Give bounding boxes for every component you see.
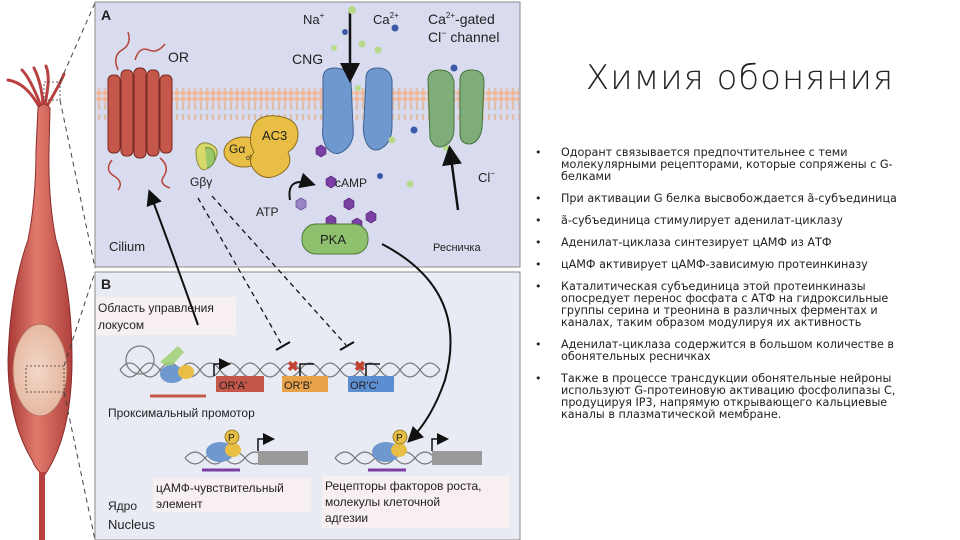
bullet-dot-icon: • [535, 146, 542, 159]
neuron-cilia [6, 64, 66, 110]
pka-to-nucleus-arrow [381, 243, 452, 443]
bullet-dot-icon: • [535, 258, 542, 271]
bullet-dot-icon: • [535, 372, 542, 385]
lcr-label: Область управления [98, 301, 214, 315]
gene-or-a [216, 376, 264, 392]
bullet-item: •Аденилат-циклаза синтезирует цАМФ из АТ… [535, 236, 832, 249]
cl-channel-label: Cl− channel [428, 28, 499, 45]
atp-molecule [295, 197, 307, 211]
zoom-lines [59, 2, 96, 540]
chloride-channel [427, 69, 485, 148]
gene-or-b [282, 376, 328, 392]
pka-enzyme [301, 223, 369, 255]
atp-label: ATP [256, 205, 278, 219]
gated-channel-label: Ca2+-gated [428, 11, 495, 27]
svg-text:✖: ✖ [354, 358, 366, 374]
cl-ion-label: Cl− [478, 169, 495, 185]
ac3-enzyme [249, 115, 299, 178]
svg-text:локусом: локусом [98, 318, 144, 332]
neuron-nucleus [12, 323, 68, 417]
inhibition-lines [197, 195, 347, 346]
slide-title: Химия обоняния [585, 58, 895, 98]
bullet-item: •При активации G белка высвобождается ã-… [535, 192, 897, 205]
svg-text:адгезии: адгезии [325, 511, 368, 525]
bullet-item: •ã-субъединица стимулирует аденилат-цикл… [535, 214, 843, 227]
panel-a: A OR Gα olf Gβγ AC3 ATP [94, 1, 521, 268]
lcr-label-line1: Область управления [98, 301, 214, 315]
gene-or-c [348, 376, 394, 392]
bullet-list: •Одорант связывается предпочтительнее с … [533, 147, 903, 431]
bullet-item: •цАМФ активирует цАМФ-зависимую протеинк… [535, 258, 868, 271]
transcription-factor [160, 365, 184, 383]
or-receptor [107, 31, 173, 191]
nucleus-label: Nucleus [108, 517, 155, 532]
svg-text:PKA: PKA [320, 232, 346, 247]
bullet-dot-icon: • [535, 236, 542, 249]
panel-a-label: A [101, 7, 111, 23]
bullet-item: •Также в процессе трансдукции обонятельн… [535, 372, 896, 421]
svg-text:olf: olf [246, 155, 253, 162]
cng-channel [322, 67, 393, 154]
cng-label: CNG [292, 51, 323, 67]
svg-text:молекулы клеточной: молекулы клеточной [325, 495, 440, 509]
svg-text:Рецепторы факторов роста,: Рецепторы факторов роста, [325, 479, 481, 493]
panel-b-label: B [101, 276, 111, 292]
svg-text:OR'C': OR'C' [350, 380, 379, 392]
olfactory-neuron [6, 64, 73, 540]
svg-text:✖: ✖ [287, 358, 299, 374]
svg-text:OR'A': OR'A' [219, 380, 247, 392]
chloride-efflux-arrow [442, 145, 462, 211]
bullet-item: •Каталитическая субъединица этой протеин… [535, 280, 889, 329]
proximal-promoter-label: Проксимальный промотор [108, 406, 255, 420]
bullet-dot-icon: • [535, 192, 542, 205]
svg-text:P: P [396, 433, 403, 444]
svg-text:элемент: элемент [156, 497, 203, 511]
signal-arrow-to-or [146, 189, 199, 326]
cilium-label: Cilium [109, 239, 145, 254]
target-gene-2 [432, 451, 482, 465]
na-label: Na+ [303, 11, 325, 27]
g-beta-gamma-label: Gβγ [190, 175, 212, 189]
bullet-dot-icon: • [535, 338, 542, 351]
svg-text:цАМФ-чувствительный: цАМФ-чувствительный [156, 481, 284, 495]
bullet-item: •Одорант связывается предпочтительнее с … [535, 146, 893, 183]
cilium-zoom-box [43, 81, 61, 101]
cilium-ru-label: Ресничка [433, 242, 481, 254]
or-label: OR [168, 49, 189, 65]
svg-text:P: P [228, 433, 235, 444]
bullet-dot-icon: • [535, 214, 542, 227]
camp-label: cAMP [335, 176, 367, 190]
svg-text:Gα: Gα [229, 142, 245, 156]
bullet-dot-icon: • [535, 280, 542, 293]
ca-label: Ca2+ [373, 11, 399, 27]
target-gene-1 [258, 451, 308, 465]
svg-text:OR'B': OR'B' [284, 380, 312, 392]
svg-text:AC3: AC3 [262, 128, 287, 143]
bullet-item: •Аденилат-циклаза содержится в большом к… [535, 338, 894, 363]
nucleus-ru-label: Ядро [108, 499, 137, 513]
panel-b: B Область управления локусом OR'A' ✖ OR'… [94, 271, 521, 540]
olfaction-figure: A OR Gα olf Gβγ AC3 ATP [6, 1, 521, 540]
